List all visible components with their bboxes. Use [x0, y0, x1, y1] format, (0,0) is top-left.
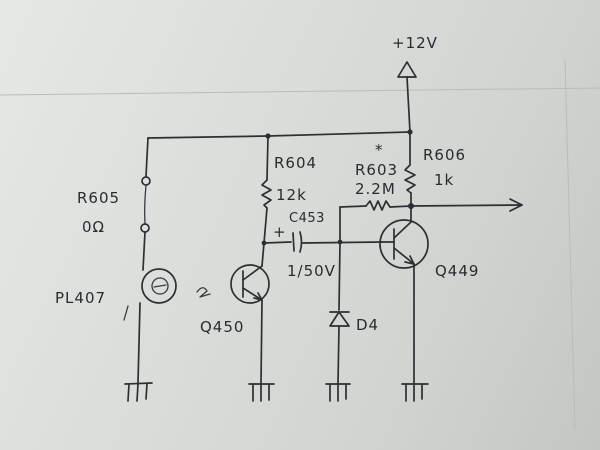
r605-pad-bottom	[140, 223, 150, 233]
c453-polarity: +	[273, 223, 287, 241]
r604-wire-bottom	[263, 207, 268, 244]
q449-body	[379, 219, 429, 269]
output-arrow-icon	[509, 198, 523, 212]
r604-zigzag	[261, 179, 272, 209]
d4-triangle-icon	[329, 311, 350, 327]
optical-link-arrow-icon	[196, 287, 211, 298]
r603-wire-left	[339, 205, 367, 208]
pl407-pointer	[123, 305, 129, 321]
d4-wire-bottom	[337, 325, 340, 384]
q450-collector-leg	[242, 265, 263, 281]
c453-value: 1/50V	[287, 262, 336, 280]
ground-symbol-d4	[325, 383, 351, 402]
pl407-outer-circle	[141, 268, 177, 304]
top-rail-wire	[147, 131, 411, 139]
q450-ref: Q450	[200, 318, 244, 336]
resistor-r604: R604 12k	[261, 135, 317, 267]
c453-plate-right	[299, 231, 303, 253]
paper-fold-line	[0, 87, 600, 96]
c453-ref: C453	[289, 211, 325, 226]
r603-mark: *	[375, 141, 384, 159]
pl407-ground-wire	[137, 302, 141, 384]
q450-ground-wire	[260, 299, 263, 384]
pl407-inner-circle	[151, 277, 169, 295]
r604-wire-top	[266, 135, 269, 181]
r605-pad-top	[141, 176, 151, 186]
d4-ref: D4	[356, 316, 379, 334]
capacitor-c453: + C453 1/50V	[273, 211, 383, 280]
r603-ref: R603	[355, 161, 398, 179]
r603-zigzag	[365, 200, 391, 211]
r606-ref: R606	[423, 146, 466, 164]
r606-zigzag	[404, 164, 416, 194]
ground-symbol-left	[124, 382, 153, 402]
q449-ref: Q449	[435, 262, 479, 280]
supply-arrow-icon	[397, 61, 417, 78]
transistor-q450: Q450	[200, 264, 270, 384]
resistor-r606: R606 1k	[404, 131, 466, 207]
pl407-ref: PL407	[55, 289, 106, 307]
ground-symbol-q450	[248, 383, 275, 402]
paper-edge-line	[564, 59, 576, 431]
q449-emitter-leg	[393, 247, 415, 265]
r605-ref: R605	[77, 189, 120, 207]
d4-wire-top	[338, 241, 341, 311]
c453-left-wire	[263, 241, 292, 244]
supply-wire	[406, 76, 411, 133]
ground-symbol-q449	[401, 383, 429, 402]
supply-12v: +12V	[392, 34, 438, 133]
r605-link	[144, 184, 147, 225]
r604-value: 12k	[276, 186, 307, 204]
supply-label: +12V	[392, 34, 438, 52]
r603-value: 2.2M	[355, 180, 396, 198]
r605-wire-bottom	[142, 231, 146, 271]
r605-value: 0Ω	[82, 218, 105, 236]
pl407-mark	[153, 284, 167, 288]
q450-body	[230, 264, 270, 304]
resistor-r605: R605 0Ω	[77, 137, 151, 271]
output-wire	[410, 204, 523, 207]
junction-dot	[261, 240, 267, 246]
r603-wire-right	[389, 205, 412, 208]
c453-plate-left	[292, 232, 295, 252]
q450-collector-wire	[261, 242, 265, 267]
connector-pl407: PL407	[55, 268, 211, 384]
q449-collector-leg	[393, 221, 412, 239]
r605-wire-top	[145, 137, 149, 177]
r606-value: 1k	[434, 171, 454, 189]
q450-emitter-leg	[242, 287, 263, 301]
transistor-q449: Q449	[379, 205, 479, 384]
r604-ref: R604	[274, 154, 317, 172]
diode-d4: D4	[329, 241, 379, 384]
resistor-r603: * R603 2.2M	[339, 141, 412, 243]
